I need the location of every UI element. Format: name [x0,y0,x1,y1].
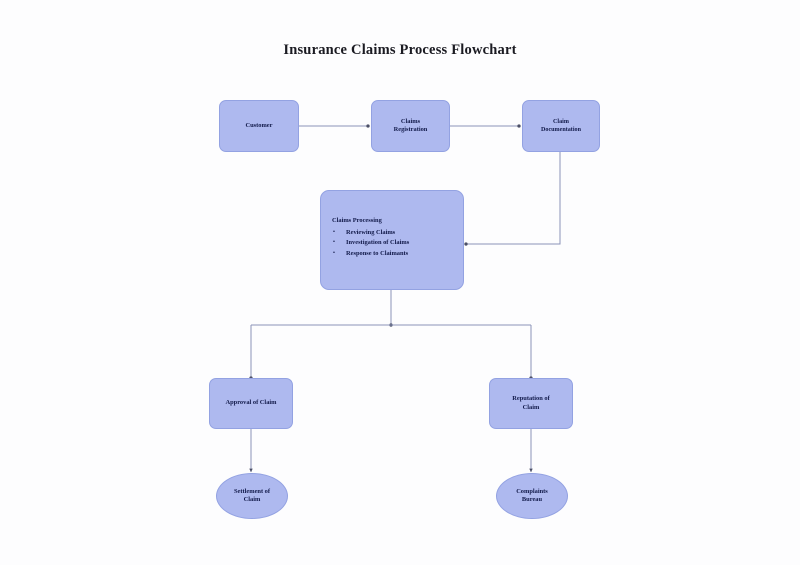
claims-processing-item-2: Response to Claimants [346,249,409,257]
node-complaints-bureau[interactable]: Complaints Bureau [496,473,568,519]
node-settlement-of-claim-line1: Settlement of [233,487,271,495]
node-claim-documentation[interactable]: Claim Documentation [522,100,600,152]
bullet-icon: • [333,228,335,235]
node-approval-of-claim[interactable]: Approval of Claim [209,378,293,429]
node-reputation-of-claim-line1: Reputation of [512,395,550,403]
list-item: • Response to Claimants [332,249,463,259]
node-complaints-bureau-line2: Bureau [521,496,543,503]
node-claims-registration-line1: Claims [400,117,421,125]
claims-processing-item-1: Investigation of Claims [346,239,410,247]
node-approval-of-claim-label: Approval of Claim [225,399,277,407]
node-customer[interactable]: Customer [219,100,299,152]
claims-processing-list: • Reviewing Claims • Investigation of Cl… [332,228,463,259]
bullet-icon: • [333,249,335,256]
node-complaints-bureau-label: Complaints Bureau [512,488,552,505]
claims-processing-heading: Claims Processing [332,217,382,224]
node-reputation-of-claim-line2: Claim [522,403,540,411]
node-reputation-of-claim-label: Reputation of Claim [508,395,553,412]
list-item: • Reviewing Claims [332,228,463,238]
node-claim-documentation-label: Claim Documentation [537,118,585,134]
node-settlement-of-claim[interactable]: Settlement of Claim [216,473,288,519]
node-complaints-bureau-line1: Complaints [516,487,548,495]
node-settlement-of-claim-label: Settlement of Claim [230,488,274,505]
node-reputation-of-claim[interactable]: Reputation of Claim [489,378,573,429]
page-title: Insurance Claims Process Flowchart [283,42,517,58]
node-claims-processing[interactable]: Claims Processing • Reviewing Claims • I… [320,190,464,290]
bullet-icon: • [333,239,335,246]
node-claims-registration-label: Claims Registration [390,118,432,135]
claims-processing-item-0: Reviewing Claims [346,228,396,236]
edge-claim-documentation-to-claims-processing [464,152,561,246]
node-claims-registration-line2: Registration [393,126,428,133]
list-item: • Investigation of Claims [332,238,463,248]
node-settlement-of-claim-line2: Claim [243,496,261,503]
node-claim-documentation-line2: Documentation [541,127,581,133]
node-claims-registration[interactable]: Claims Registration [371,100,450,152]
node-claim-documentation-line1: Claim [553,118,569,125]
node-customer-label: Customer [245,121,273,129]
